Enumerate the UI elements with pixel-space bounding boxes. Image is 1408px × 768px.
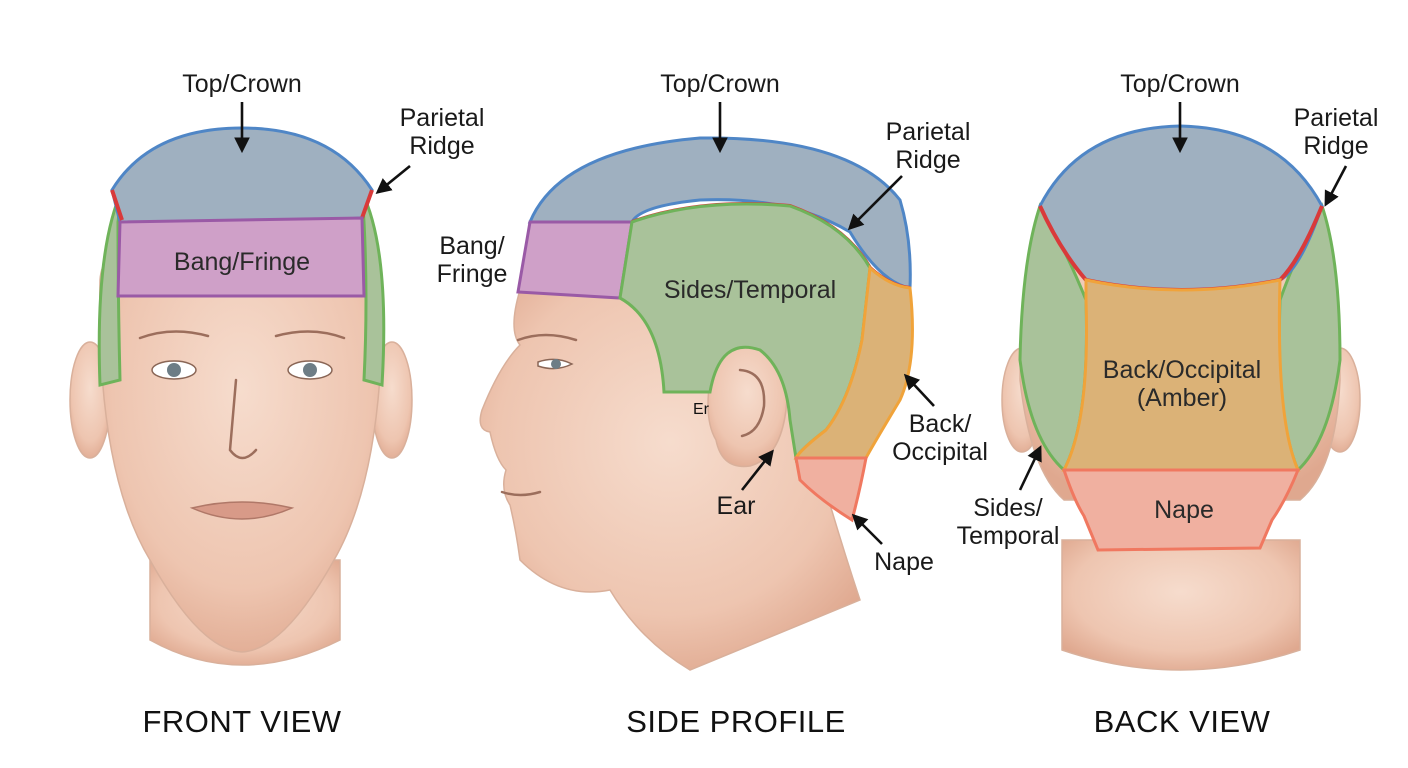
back-view-title: BACK VIEW <box>1094 704 1271 739</box>
front-temporal-zone-right <box>360 191 386 387</box>
side-ridge-label-line1: Parietal <box>886 118 971 146</box>
side-crown-zone <box>527 136 912 290</box>
front-view-title: FRONT VIEW <box>142 704 341 739</box>
back-nape-zone <box>1061 468 1301 552</box>
front-ridge-label-line1: Parietal <box>400 104 485 132</box>
front-fringe-label: Bang/Fringe <box>174 248 310 276</box>
side-back-label-line2: Occipital <box>892 438 988 466</box>
back-neck <box>1061 539 1301 671</box>
side-ear-arrow <box>740 449 774 491</box>
back-crown-zone <box>1038 124 1324 292</box>
side-fringe-label-line1: Bang/ <box>439 232 504 260</box>
side-nape-label: Nape <box>874 548 934 576</box>
back-view: Back/Occipital (Amber) Nape Top/Crown Pa… <box>957 70 1379 739</box>
front-crown-label: Top/Crown <box>182 70 302 98</box>
back-occipital-zone <box>1061 278 1301 472</box>
back-crown-label: Top/Crown <box>1120 70 1240 98</box>
back-ridge-label-line1: Parietal <box>1294 104 1379 132</box>
side-back-arrow <box>903 373 935 407</box>
side-fringe-label-line2: Fringe <box>437 260 508 288</box>
back-sides-label-line1: Sides/ <box>973 494 1043 522</box>
back-ridge-arrow <box>1324 165 1348 207</box>
front-view: Bang/Fringe Top/Crown Parietal Ridge FRO… <box>69 70 485 739</box>
front-fringe-zone <box>116 216 366 298</box>
side-ridge-label-line2: Ridge <box>895 146 960 174</box>
side-temporal-label: Sides/Temporal <box>664 276 836 304</box>
side-ear-label: Ear <box>717 492 756 520</box>
back-occipital-label-line1: Back/Occipital <box>1103 356 1261 384</box>
front-ridge-arrow <box>375 164 411 194</box>
back-nape-label: Nape <box>1154 496 1214 524</box>
side-ear-small-label: Er <box>693 401 710 418</box>
front-parietal-ridge-right <box>360 189 374 219</box>
back-occipital-label-line2: (Amber) <box>1137 384 1227 412</box>
side-back-label-line1: Back/ <box>909 410 972 438</box>
side-ridge-arrow <box>847 175 903 231</box>
side-occipital-zone <box>793 264 914 460</box>
side-crown-label: Top/Crown <box>660 70 780 98</box>
back-ridge-label-line2: Ridge <box>1303 132 1368 160</box>
front-facial-features <box>138 330 346 520</box>
front-parietal-ridge-left <box>110 189 124 221</box>
front-ridge-label-line2: Ridge <box>409 132 474 160</box>
side-profile: Sides/Temporal Top/Crown Parietal Ridge … <box>437 70 988 739</box>
side-fringe-zone <box>516 220 634 300</box>
side-nape-arrow <box>851 513 883 545</box>
side-facial-features <box>500 333 578 497</box>
back-sides-arrow <box>1018 445 1042 491</box>
back-sides-label-line2: Temporal <box>957 522 1060 550</box>
side-profile-title: SIDE PROFILE <box>626 704 846 739</box>
